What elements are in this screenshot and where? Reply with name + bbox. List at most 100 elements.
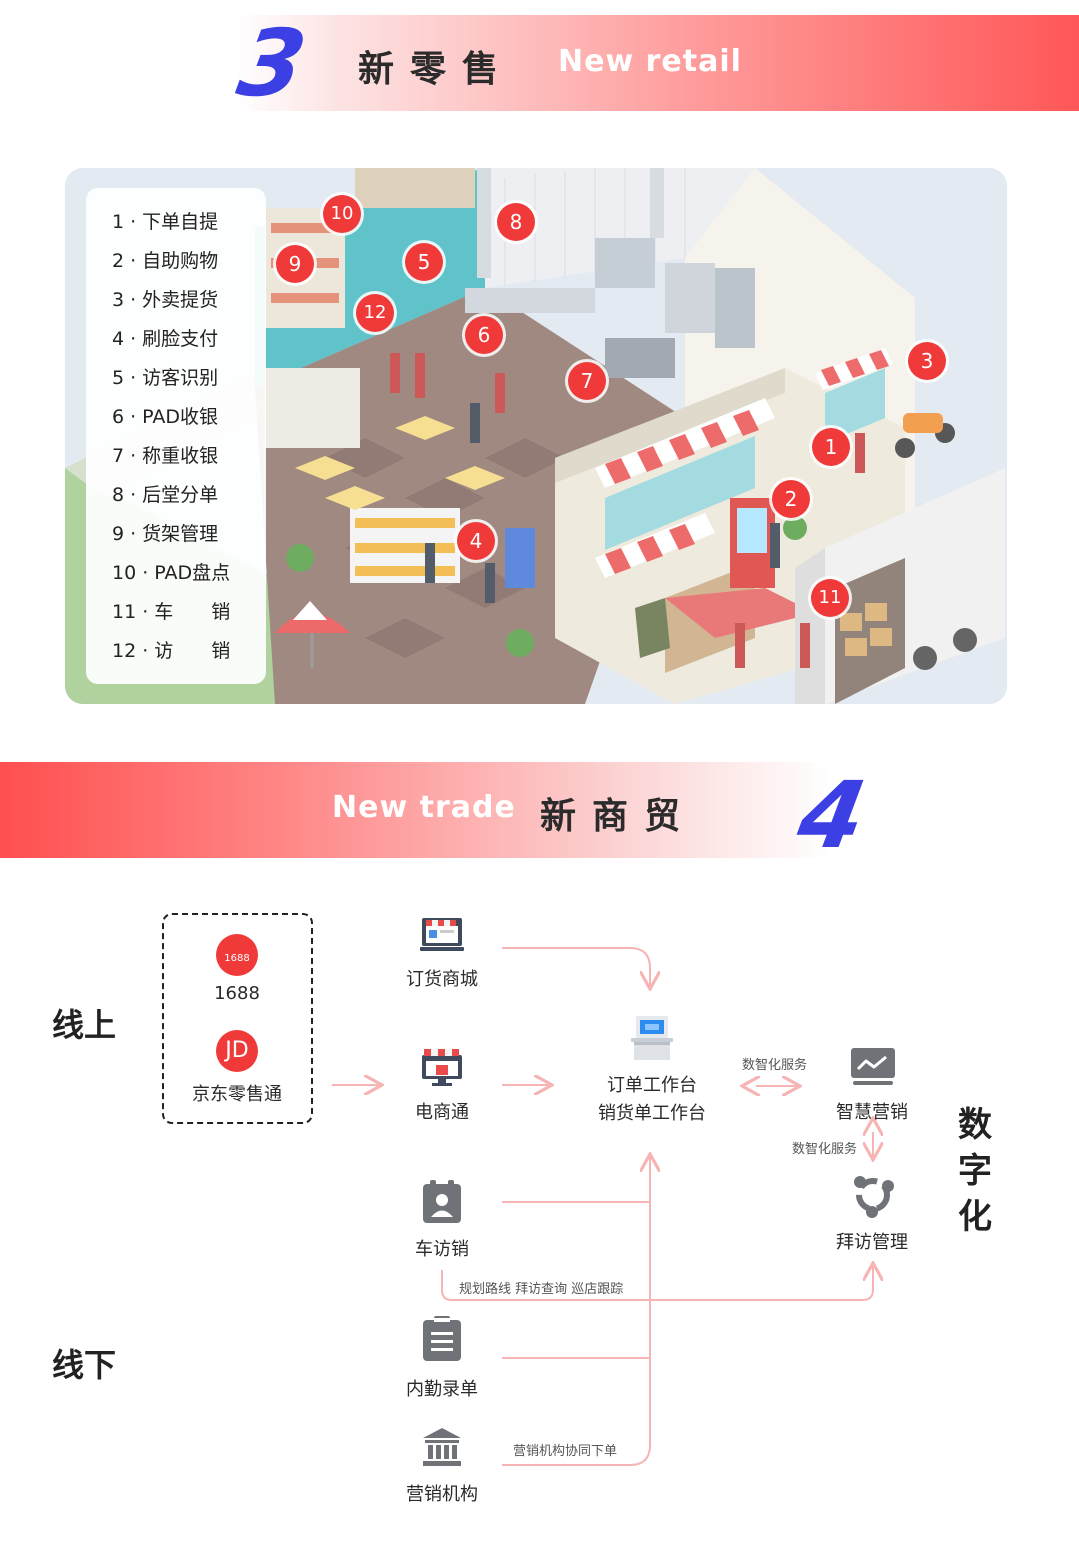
legend-item: 11·车 销 [112, 600, 230, 624]
platform-1688-label: 1688 [214, 983, 260, 1004]
legend-item-text: 下单自提 [142, 211, 219, 233]
legend-item-text: PAD盘点 [154, 562, 231, 584]
smart-marketing-label: 智慧营销 [836, 1102, 908, 1123]
legend-item-number: 12 [112, 640, 137, 662]
visit-management-icon [854, 1176, 894, 1218]
workbench-icon [631, 1016, 673, 1060]
legend-item-number: 5 [112, 367, 125, 389]
platform-box [162, 913, 313, 1124]
legend-panel [86, 188, 266, 684]
platform-jd-label: 京东零售通 [192, 1084, 282, 1105]
legend-item: 4·刷脸支付 [112, 327, 218, 351]
smart-marketing-icon [851, 1048, 895, 1085]
marker-4: 4 [457, 522, 495, 560]
legend-item-number: 6 [112, 406, 125, 428]
internal-order-icon [423, 1316, 461, 1361]
legend-item-text: 称重收银 [142, 445, 219, 467]
legend-item: 7·称重收银 [112, 444, 218, 468]
legend-item-separator: · [130, 484, 137, 506]
legend-item: 6·PAD收银 [112, 405, 218, 429]
digital-char-2: 字 [958, 1151, 992, 1191]
marker-11: 11 [811, 579, 849, 617]
legend-item-separator: · [142, 601, 149, 623]
marker-7: 7 [568, 362, 606, 400]
marker-12: 12 [356, 294, 394, 332]
legend-item-separator: · [142, 640, 149, 662]
legend-item-number: 10 [112, 562, 137, 584]
digital-char-1: 数 [958, 1105, 992, 1145]
legend-item-text: 车 销 [154, 601, 231, 623]
legend-item: 8·后堂分单 [112, 483, 218, 507]
legend-item: 2·自助购物 [112, 249, 218, 273]
marker-5: 5 [405, 243, 443, 281]
order-mall-icon [420, 918, 464, 951]
legend-item-separator: · [130, 250, 137, 272]
legend-item: 1·下单自提 [112, 210, 218, 234]
section3-title-cn: 新零售 [358, 49, 515, 90]
legend-item-number: 8 [112, 484, 125, 506]
internal-order-label: 内勤录单 [406, 1379, 478, 1400]
legend-item-text: 外卖提货 [142, 289, 219, 311]
marker-9: 9 [276, 245, 314, 283]
section4-banner [0, 762, 830, 858]
legend-item-text: 自助购物 [142, 250, 219, 272]
org-note: 营销机构协同下单 [513, 1444, 618, 1459]
legend-item-number: 1 [112, 211, 125, 233]
legend-item-separator: · [130, 289, 137, 311]
legend-item-text: 货架管理 [142, 523, 219, 545]
section3-banner [238, 15, 1079, 111]
legend-item-separator: · [130, 328, 137, 350]
legend-item-separator: · [130, 211, 137, 233]
visit-management-label: 拜访管理 [836, 1232, 908, 1253]
legend-item-separator: · [130, 367, 137, 389]
marker-10: 10 [323, 195, 361, 233]
legend-item: 3·外卖提货 [112, 288, 218, 312]
legend-item-number: 4 [112, 328, 125, 350]
legend-item: 5·访客识别 [112, 366, 218, 390]
car-visit-sales-icon [423, 1180, 461, 1223]
legend-item-text: 访 销 [154, 640, 231, 662]
car-visit-sales-label: 车访销 [415, 1239, 469, 1260]
marker-2: 2 [772, 480, 810, 518]
section3-title-en: New retail [558, 44, 742, 79]
marketing-org-label: 营销机构 [406, 1484, 478, 1505]
legend-item: 10·PAD盘点 [112, 561, 230, 585]
online-label: 线上 [52, 1006, 117, 1044]
digital-char-3: 化 [958, 1197, 992, 1237]
digital-vertical-label: 数 字 化 [955, 1102, 995, 1240]
section4-title-cn: 新商贸 [540, 796, 697, 837]
ecommerce-label: 电商通 [415, 1102, 469, 1123]
alibaba-1688-logo: 1688 [216, 934, 258, 976]
marketing-org-icon [423, 1428, 461, 1466]
legend-item-separator: · [130, 406, 137, 428]
workbench-label-line2: 销货单工作台 [598, 1103, 706, 1124]
route-note: 规划路线 拜访查询 巡店跟踪 [459, 1282, 624, 1297]
digital-service-label-1: 数智化服务 [742, 1058, 808, 1073]
legend-item-text: PAD收银 [142, 406, 219, 428]
workbench-label-line1: 订单工作台 [607, 1075, 697, 1096]
legend-item-number: 3 [112, 289, 125, 311]
ecommerce-icon [422, 1049, 462, 1086]
marker-3: 3 [908, 342, 946, 380]
legend-item-separator: · [130, 523, 137, 545]
legend-item-separator: · [130, 445, 137, 467]
order-mall-label: 订货商城 [406, 969, 478, 990]
offline-label: 线下 [52, 1346, 117, 1384]
flow-connectors [332, 947, 1079, 1466]
legend-item-text: 访客识别 [142, 367, 219, 389]
marker-6: 6 [465, 316, 503, 354]
legend-item: 12·访 销 [112, 639, 230, 663]
legend-item: 9·货架管理 [112, 522, 218, 546]
legend-item-number: 2 [112, 250, 125, 272]
legend-item-number: 9 [112, 523, 125, 545]
legend-item-number: 7 [112, 445, 125, 467]
marker-8: 8 [497, 203, 535, 241]
legend-item-number: 11 [112, 601, 137, 623]
jd-logo: JD [216, 1030, 258, 1072]
section4-title-en: New trade [332, 790, 516, 825]
legend-item-text: 后堂分单 [142, 484, 219, 506]
marker-1: 1 [812, 428, 850, 466]
legend-item-text: 刷脸支付 [142, 328, 219, 350]
legend-item-separator: · [142, 562, 149, 584]
digital-service-label-2: 数智化服务 [792, 1142, 858, 1157]
